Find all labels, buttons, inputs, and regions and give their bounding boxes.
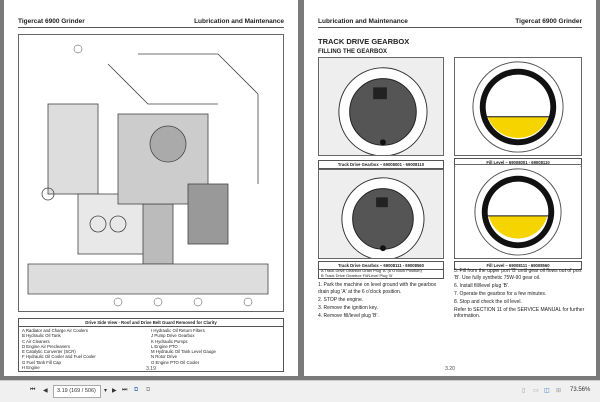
step: 7. Operate the gearbox for a few minutes… [454, 290, 547, 297]
legend-item: L Engine PTO [151, 343, 178, 349]
continuous-icon[interactable]: ▭ [533, 388, 539, 394]
legend-item: J Pump Drive Gearbox [151, 333, 195, 339]
step: 5. Fill from the upper port 'B' until ge… [454, 268, 582, 281]
section-subtitle: FILLING THE GEARBOX [318, 49, 387, 55]
legend-item: C Air Cleaners [22, 338, 50, 344]
reference-note: Refer to SECTION 11 of the SERVICE MANUA… [454, 306, 585, 320]
note-item: B Track Drive Gearbox Fill/Level Plug 'B… [321, 273, 393, 278]
next-page-icon[interactable]: ▶ [112, 388, 117, 394]
step: 3. Remove the ignition key. [318, 304, 378, 311]
steps-right: 5. Fill from the upper port 'B' until ge… [454, 268, 586, 321]
legend-item: N Rotor Drive [151, 354, 178, 360]
legend-item: F Hydraulic Oil Cooler and Fuel Cooler [22, 354, 96, 360]
step: 6. Install fill/level plug 'B'. [454, 282, 510, 289]
machine-illustration [18, 34, 284, 312]
figure-caption: Track Drive Gearbox – 69008001 - 6900811… [318, 160, 444, 169]
figure-legend: Drive Side View - Roof and Drive Belt Gu… [18, 318, 284, 373]
steps-left: 1. Park the machine on level ground with… [318, 282, 446, 321]
last-page-icon[interactable]: ⏭ [122, 387, 128, 393]
step: 8. Stop and check the oil level. [454, 298, 522, 305]
viewer-toolbar: ⏮ ◀ 3.19 (169 / 506) ▾ ▶ ⏭ ⧉ ⧉ ▯ ▭ ◫ ⊞ 7… [0, 380, 600, 402]
page-header: Tigercat 6900 Grinder Lubrication and Mai… [18, 18, 284, 28]
page-number: 3.19 [146, 366, 156, 372]
header-right: Tigercat 6900 Grinder [515, 18, 582, 25]
legend-item: M Hydraulic Oil Tank Level Gauge [151, 349, 216, 355]
legend-item: A Radiator and Charge Air Coolers [22, 328, 88, 333]
legend-item: G Fuel Tank Fill Cap [22, 359, 61, 365]
legend-item: K Hydraulic Pumps [151, 338, 188, 344]
figure-caption: Track Drive Gearbox – 69008111 - 6900856… [318, 261, 444, 270]
step: 1. Park the machine on level ground with… [318, 282, 437, 295]
legend-item: E Catalytic Converter (SCR) [22, 349, 76, 355]
figure-caption: Fill Level – 69008111 - 69008560 [454, 261, 582, 270]
page-number-input[interactable]: 3.19 (169 / 506) [53, 385, 101, 398]
fit-page-icon[interactable]: ⧉ [134, 387, 139, 393]
step: 4. Remove fill/level plug 'B'. [318, 312, 379, 319]
first-page-icon[interactable]: ⏮ [30, 387, 36, 393]
right-page: Lubrication and Maintenance Tigercat 6900… [304, 0, 596, 376]
legend-item: D Engine Air Precleaners [22, 343, 71, 349]
zoom-level[interactable]: 73.56% [570, 387, 591, 393]
page-header: Lubrication and Maintenance Tigercat 6900… [318, 18, 582, 28]
gearbox-figure-2 [318, 169, 444, 259]
single-page-icon[interactable]: ▯ [522, 388, 526, 394]
note-item: A Track Drive Gearbox Drain Plug 'A' (6 … [321, 268, 422, 273]
figure-notes: A Track Drive Gearbox Drain Plug 'A' (6 … [318, 268, 444, 279]
legend-item: B Hydraulic Oil Tank [22, 333, 61, 339]
fill-level-figure-1 [454, 57, 582, 156]
legend-item: I Hydraulic Oil Return Filters [151, 328, 205, 333]
legend-item: O Engine PTO Oil Cooler [151, 359, 200, 365]
fit-width-icon[interactable]: ⧉ [146, 387, 151, 393]
left-page: Tigercat 6900 Grinder Lubrication and Mai… [4, 0, 298, 376]
figure-title: Drive Side View - Roof and Drive Belt Gu… [19, 319, 283, 327]
page-number: 3.20 [445, 366, 455, 372]
section-title: TRACK DRIVE GEARBOX [318, 37, 410, 46]
two-page-continuous-icon[interactable]: ⊞ [556, 388, 562, 394]
two-page-icon[interactable]: ◫ [544, 388, 550, 394]
legend-item: H Engine [22, 365, 40, 371]
step: 2. STOP the engine. [318, 296, 364, 303]
fill-level-figure-2 [454, 164, 582, 259]
header-left: Lubrication and Maintenance [318, 18, 408, 25]
header-right: Lubrication and Maintenance [194, 18, 284, 25]
header-left: Tigercat 6900 Grinder [18, 18, 85, 25]
gearbox-figure-1 [318, 57, 444, 156]
previous-page-icon[interactable]: ◀ [43, 388, 48, 394]
page-dropdown-icon[interactable]: ▾ [104, 388, 108, 394]
